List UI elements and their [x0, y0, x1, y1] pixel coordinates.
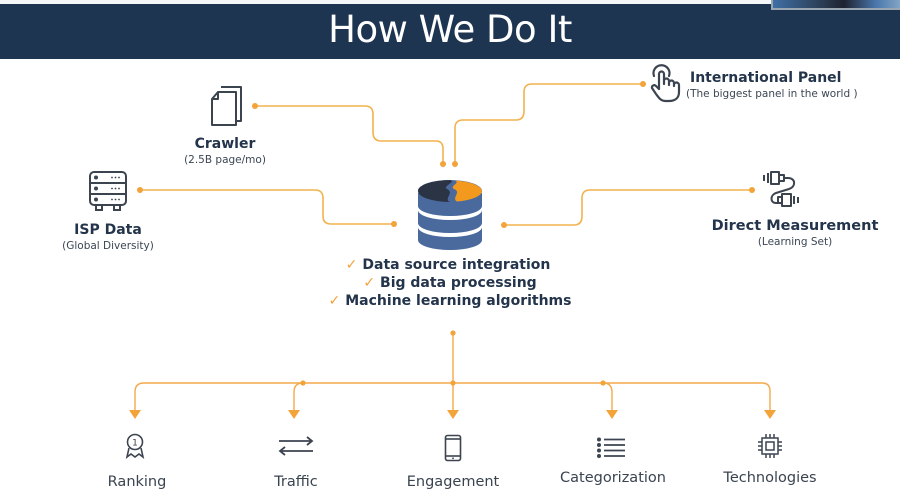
branch-categorization	[602, 382, 613, 411]
output-technologies: Technologies	[723, 470, 817, 486]
connector-dot	[600, 380, 606, 386]
source-title: Direct Measurement	[711, 218, 879, 234]
source-subtitle: (Learning Set)	[757, 236, 833, 248]
source-subtitle: (2.5B page/mo)	[184, 154, 266, 166]
source-title: ISP Data	[74, 222, 142, 238]
arrowhead-ranking	[129, 410, 141, 419]
chip-icon	[758, 434, 782, 458]
source-international-panel: International Panel (The biggest panel i…	[686, 70, 858, 100]
source-title: Crawler	[194, 136, 256, 152]
slide-header: How We Do It	[0, 4, 900, 59]
top-strip	[0, 0, 900, 4]
output-engagement: Engagement	[406, 474, 500, 490]
arrowhead-technologies	[764, 410, 776, 419]
connector-dot	[749, 187, 755, 193]
connector-dot	[450, 380, 456, 386]
capabilities-list: ✓Data source integration ✓Big data proce…	[0, 256, 900, 310]
server-icon	[89, 171, 127, 211]
branch-ranking	[134, 382, 145, 411]
output-ranking: Ranking	[107, 474, 167, 490]
arrowhead-engagement	[447, 410, 459, 419]
svg-text:1: 1	[132, 439, 138, 449]
award-ribbon-icon: 1	[125, 433, 145, 459]
source-direct-measurement: Direct Measurement (Learning Set)	[700, 218, 890, 248]
branch-traffic	[293, 382, 304, 411]
source-crawler: Crawler (2.5B page/mo)	[170, 136, 280, 166]
source-subtitle: (The biggest panel in the world )	[686, 88, 858, 100]
smartphone-icon	[444, 434, 462, 462]
connector-dot	[391, 221, 397, 227]
connector-dot	[501, 222, 507, 228]
connector-isp-data	[140, 189, 394, 225]
source-title: International Panel	[690, 70, 842, 86]
slide-title: How We Do It	[328, 8, 572, 51]
arrows-exchange-icon	[278, 436, 314, 456]
output-traffic: Traffic	[274, 474, 318, 490]
connector-international-panel	[454, 83, 643, 164]
connector-dot	[640, 81, 646, 87]
check-icon: ✓	[345, 257, 358, 273]
webcam-thumbnail	[771, 0, 900, 10]
source-isp-data: ISP Data (Global Diversity)	[48, 222, 168, 252]
connector-dot	[300, 380, 306, 386]
check-icon: ✓	[328, 293, 341, 309]
check-icon: ✓	[363, 275, 376, 291]
connector-dot	[252, 103, 258, 109]
cable-connector-icon	[763, 171, 799, 207]
output-bus	[144, 382, 771, 410]
connector-crawler	[255, 105, 444, 164]
connector-direct-measurement	[504, 189, 752, 226]
hand-pointer-icon	[650, 64, 681, 103]
connector-dot	[440, 161, 446, 167]
list-icon	[597, 437, 625, 458]
documents-icon	[211, 86, 242, 126]
source-subtitle: (Global Diversity)	[62, 240, 154, 252]
capability-item: ✓Big data processing	[363, 275, 537, 291]
arrowhead-categorization	[606, 410, 618, 419]
connector-dot	[452, 161, 458, 167]
capability-item: ✓Machine learning algorithms	[328, 293, 572, 309]
database-icon	[418, 180, 482, 250]
connector-dot	[450, 330, 456, 336]
output-categorization: Categorization	[560, 470, 666, 486]
arrowhead-traffic	[288, 410, 300, 419]
capability-item: ✓Data source integration	[345, 257, 551, 273]
connector-dot	[137, 187, 143, 193]
